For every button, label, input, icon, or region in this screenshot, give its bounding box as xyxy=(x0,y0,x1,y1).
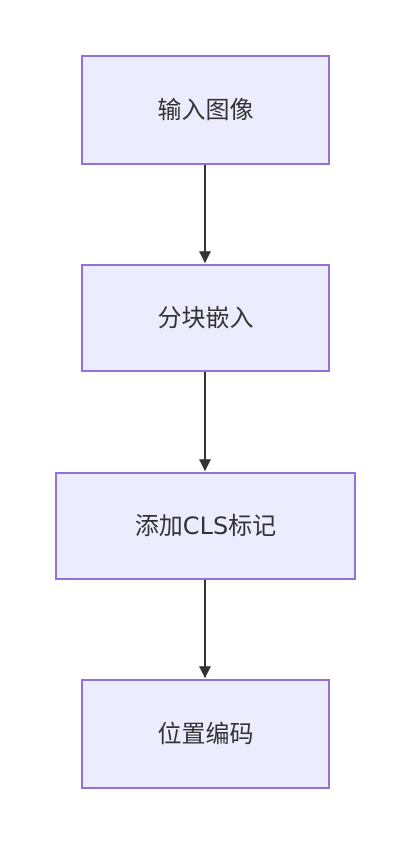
node-position-encoding-label: 位置编码 xyxy=(157,720,254,748)
node-patch-embedding-label: 分块嵌入 xyxy=(157,304,254,332)
node-input-image: 输入图像 xyxy=(81,55,330,165)
node-patch-embedding: 分块嵌入 xyxy=(81,264,330,372)
node-add-cls-token: 添加CLS标记 xyxy=(55,472,356,580)
node-add-cls-token-label: 添加CLS标记 xyxy=(134,512,277,540)
node-input-image-label: 输入图像 xyxy=(157,96,254,124)
node-position-encoding: 位置编码 xyxy=(81,679,330,789)
